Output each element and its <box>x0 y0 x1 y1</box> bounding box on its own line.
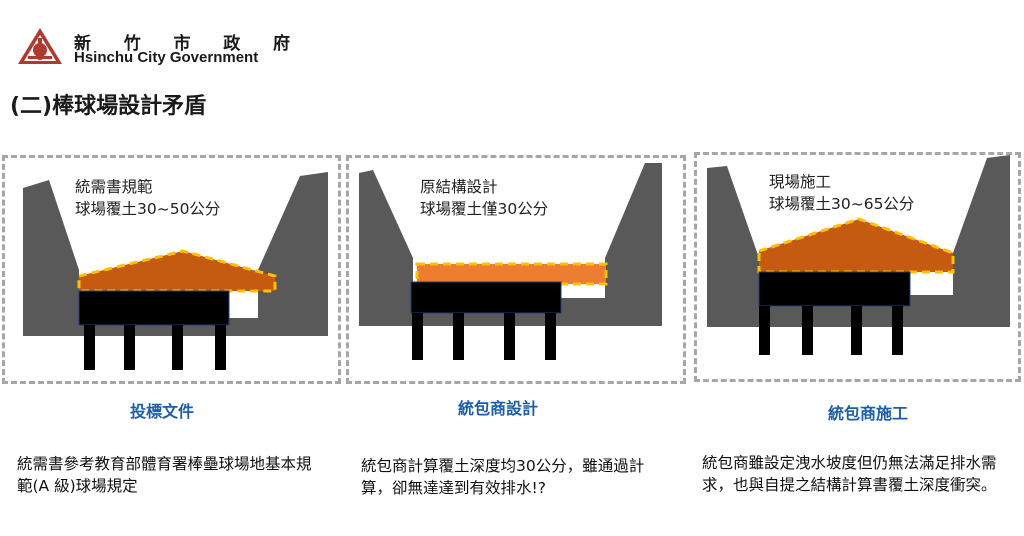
pile <box>215 325 226 370</box>
hsinchu-city-logo-icon <box>18 28 62 64</box>
description-tender: 統需書參考教育部體育署棒壘球場地基本規範(A 級)球場規定 <box>17 455 312 495</box>
org-name-english: Hsinchu City Government <box>74 49 259 66</box>
left-retaining-wall <box>23 180 79 336</box>
diagram-panel-tender: 統需書規範 球場覆土30~50公分 <box>2 155 341 384</box>
note-line-1: 現場施工 <box>769 173 832 191</box>
note-line-1: 原結構設計 <box>420 178 498 196</box>
pile <box>759 306 770 355</box>
foundation-cap <box>410 281 562 314</box>
panel-note: 原結構設計 球場覆土僅30公分 <box>420 176 548 220</box>
pile <box>802 306 813 355</box>
pile <box>124 325 135 370</box>
foundation-cap <box>78 290 230 326</box>
pile <box>84 325 95 370</box>
cross-section-construction <box>707 155 1010 355</box>
left-retaining-wall <box>707 166 759 327</box>
note-line-2: 球場覆土30~50公分 <box>75 200 221 218</box>
pile <box>851 306 862 355</box>
panel-note: 統需書規範 球場覆土30~50公分 <box>75 176 220 220</box>
description-design: 統包商計算覆土深度均30公分，雖通過計算，卻無達達到有效排水!? <box>361 457 645 497</box>
soil-cover <box>415 262 608 286</box>
right-retaining-wall <box>953 155 1010 327</box>
foundation-cap <box>758 271 911 307</box>
caption-design: 統包商設計 <box>457 399 538 418</box>
note-line-1: 統需書規範 <box>75 178 153 196</box>
page-title: (二)棒球場設計矛盾 <box>10 94 207 119</box>
org-name-chinese: 新 竹 市 政 府 <box>74 29 290 54</box>
note-line-2: 球場覆土30~65公分 <box>769 195 915 213</box>
soil-cover <box>757 217 955 274</box>
pile <box>412 313 423 360</box>
panel-note: 現場施工 球場覆土30~65公分 <box>769 171 914 215</box>
org-char: 新 <box>74 34 91 54</box>
cross-section-tender <box>23 172 328 370</box>
diagram-panel-design: 原結構設計 球場覆土僅30公分 <box>346 155 686 384</box>
description-construction: 統包商雖設定洩水坡度但仍無法滿足排水需求，也與自提之結構計算書覆土深度衝突。 <box>702 454 997 494</box>
pile <box>892 306 903 355</box>
org-char: 政 <box>223 34 241 54</box>
caption-construction: 統包商施工 <box>827 404 908 423</box>
pile <box>504 313 515 360</box>
right-retaining-wall <box>605 163 662 326</box>
soil-cover <box>77 249 277 293</box>
diagram-panel-construction: 現場施工 球場覆土30~65公分 <box>694 152 1021 382</box>
org-char: 市 <box>173 34 191 54</box>
pile <box>453 313 464 360</box>
org-char: 府 <box>273 34 290 54</box>
cross-section-design <box>359 163 662 360</box>
pile <box>172 325 183 370</box>
org-char: 竹 <box>123 34 141 54</box>
pile <box>545 313 556 360</box>
caption-tender: 投標文件 <box>129 402 194 421</box>
note-line-2: 球場覆土僅30公分 <box>420 200 549 218</box>
right-retaining-wall <box>258 172 328 336</box>
left-retaining-wall <box>359 170 413 326</box>
